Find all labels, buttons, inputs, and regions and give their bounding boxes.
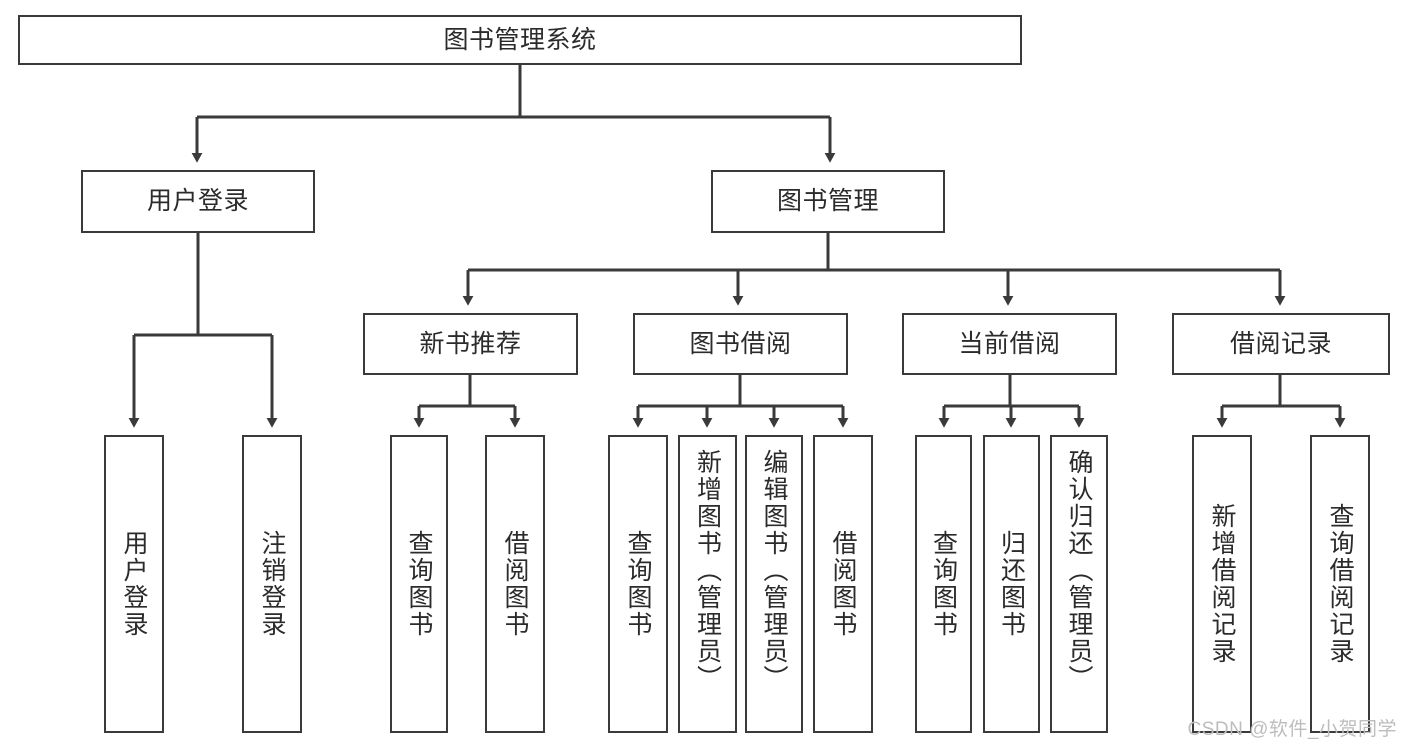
node-label: 图书管理 xyxy=(776,187,879,215)
node-label: 查询图书 xyxy=(929,530,958,638)
leaf-add-borrow-record[interactable]: 新增借阅记录 xyxy=(1192,435,1252,733)
leaf-confirm-return-admin[interactable]: 确认归还（管理员） xyxy=(1050,435,1108,733)
node-label: 新增借阅记录 xyxy=(1208,503,1236,665)
node-label: 新书推荐 xyxy=(419,329,522,358)
node-label: 查询图书 xyxy=(624,530,652,638)
leaf-edit-book-admin[interactable]: 编辑图书（管理员） xyxy=(745,435,803,733)
node-label: 图书管理系统 xyxy=(443,25,597,54)
leaf-add-book-admin[interactable]: 新增图书（管理员） xyxy=(678,435,737,733)
node-label: 归还图书 xyxy=(997,530,1026,638)
leaf-borrow-book-recommend[interactable]: 借阅图书 xyxy=(485,435,545,733)
leaf-borrow-book[interactable]: 借阅图书 xyxy=(813,435,873,733)
node-current-borrow[interactable]: 当前借阅 xyxy=(902,313,1117,375)
node-label: 图书借阅 xyxy=(689,329,792,358)
node-label: 当前借阅 xyxy=(958,329,1061,358)
leaf-logout[interactable]: 注销登录 xyxy=(242,435,302,733)
leaf-query-book-recommend[interactable]: 查询图书 xyxy=(390,435,448,733)
node-book-borrow[interactable]: 图书借阅 xyxy=(633,313,848,375)
node-label: 注销登录 xyxy=(258,530,286,638)
node-label: 新增图书（管理员） xyxy=(693,449,722,692)
leaf-query-book-current[interactable]: 查询图书 xyxy=(915,435,972,733)
node-book-management[interactable]: 图书管理 xyxy=(711,170,945,233)
node-label: 查询图书 xyxy=(405,530,433,638)
csdn-watermark: CSDN @软件_小贺同学 xyxy=(1187,719,1397,740)
node-label: 确认归还（管理员） xyxy=(1065,449,1093,692)
node-label: 借阅图书 xyxy=(829,530,857,638)
node-new-book-recommend[interactable]: 新书推荐 xyxy=(363,313,578,375)
leaf-query-book-borrow[interactable]: 查询图书 xyxy=(608,435,668,733)
node-label: 用户登录 xyxy=(146,187,249,215)
node-label: 查询借阅记录 xyxy=(1326,503,1354,665)
node-borrow-record[interactable]: 借阅记录 xyxy=(1172,313,1390,375)
node-user-login[interactable]: 用户登录 xyxy=(81,170,315,233)
leaf-query-borrow-record[interactable]: 查询借阅记录 xyxy=(1310,435,1370,733)
leaf-user-login[interactable]: 用户登录 xyxy=(104,435,164,733)
node-label: 借阅记录 xyxy=(1229,329,1332,358)
node-label: 编辑图书（管理员） xyxy=(760,449,788,692)
node-label: 用户登录 xyxy=(120,530,148,638)
node-label: 借阅图书 xyxy=(501,530,529,638)
leaf-return-book[interactable]: 归还图书 xyxy=(983,435,1040,733)
node-root-library-system[interactable]: 图书管理系统 xyxy=(18,15,1022,65)
